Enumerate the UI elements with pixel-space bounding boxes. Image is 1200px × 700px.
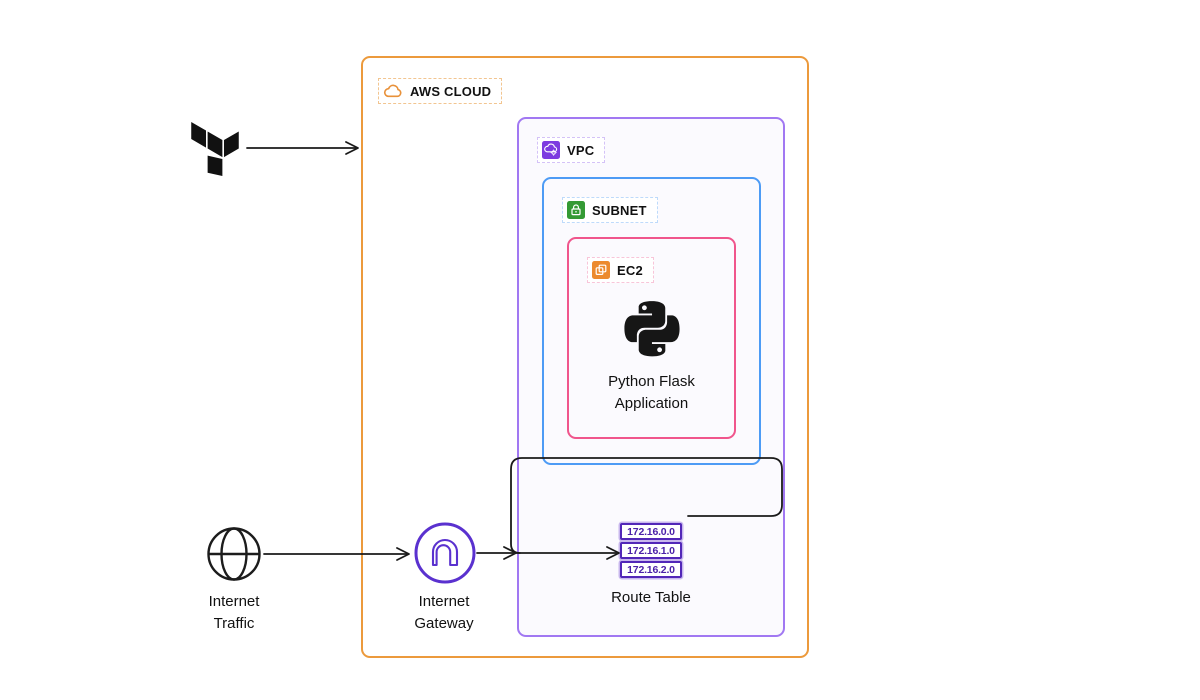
vpc-tag-label: VPC [567,142,595,158]
ec2-tag-label: EC2 [617,262,643,278]
ec2-group: EC2 Python Flask Application [567,237,736,439]
python-flask-label: Python Flask Application [608,373,695,412]
terraform-logo [191,122,239,176]
arrow-terraform-to-aws [246,141,359,155]
python-flask-node: Python Flask Application [569,295,734,415]
internet-gateway-label: Internet Gateway [414,593,474,632]
vpc-cloud-icon [542,141,560,159]
ec2-tag: EC2 [587,257,654,283]
route-entry: 172.16.1.0 [620,542,682,559]
internet-traffic-label: Internet Traffic [208,593,260,632]
vpc-group: VPC SUBNET [517,117,785,637]
route-entry: 172.16.2.0 [620,561,682,578]
route-entry: 172.16.0.0 [620,523,682,540]
cloud-icon [383,84,403,98]
aws-cloud-tag-label: AWS CLOUD [410,83,492,99]
subnet-tag-label: SUBNET [592,202,647,218]
gateway-arch-icon [414,522,476,584]
ec2-instances-icon [592,261,610,279]
route-table-label: Route Table [611,589,691,606]
subnet-group: SUBNET EC2 [542,177,761,465]
lock-icon [567,201,585,219]
globe-icon [207,527,261,581]
vpc-tag: VPC [537,137,606,163]
route-table-node: 172.16.0.0 172.16.1.0 172.16.2.0 Route T… [519,523,783,606]
aws-cloud-tag: AWS CLOUD [378,78,503,104]
python-logo [623,301,680,357]
subnet-tag: SUBNET [562,197,658,223]
